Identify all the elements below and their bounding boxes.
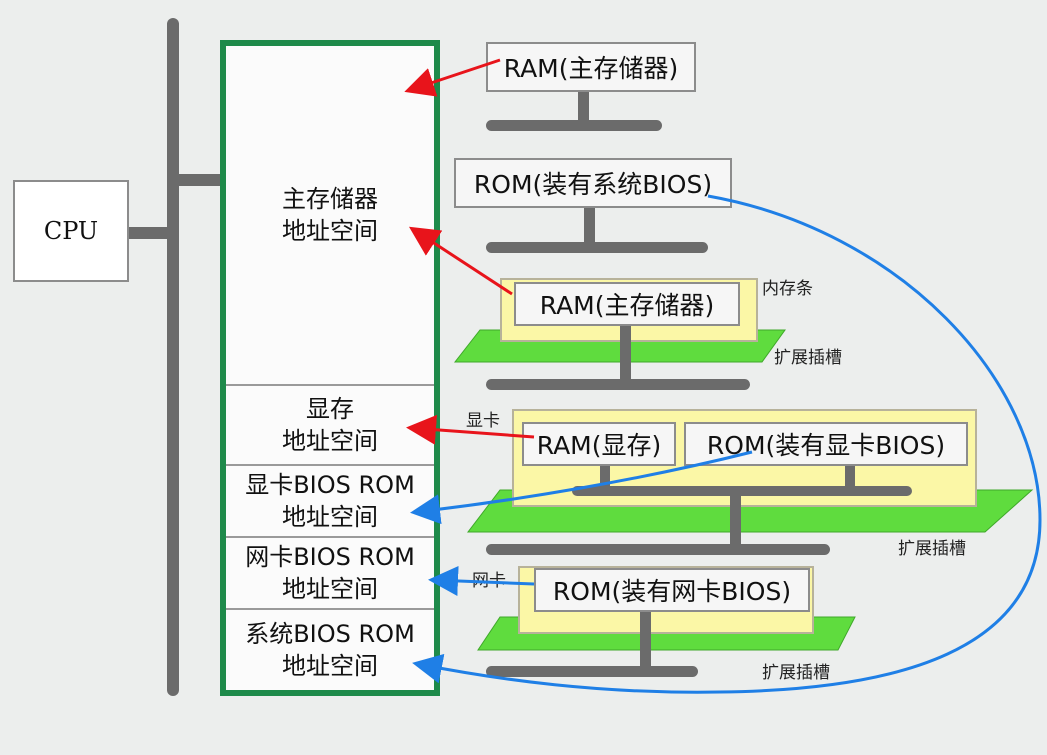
label-video-card: 显卡	[466, 411, 500, 431]
chip-rom-network-label: ROM(装有网卡BIOS)	[552, 577, 792, 606]
video-card-inner-bus	[572, 486, 912, 496]
segment-vram-line1: 显存	[306, 394, 354, 423]
segment-video-bios-line1: 显卡BIOS ROM	[245, 470, 415, 499]
connector-network	[640, 608, 651, 672]
segment-network-bios: 网卡BIOS ROM 地址空间	[226, 538, 434, 610]
bus-stub-3	[486, 379, 750, 390]
bus-stub-4	[486, 544, 830, 555]
segment-main-memory-line2: 地址空间	[282, 217, 378, 245]
system-bus-vertical	[167, 18, 179, 696]
memory-address-space: 主存储器 地址空间 显存 地址空间 显卡BIOS ROM 地址空间 网卡BIOS…	[220, 40, 440, 696]
connector-ram-stick	[620, 326, 631, 384]
arrow-network-bios	[428, 565, 535, 596]
connector-ram-top	[578, 90, 589, 126]
connector-rom-system	[584, 206, 595, 248]
chip-ram-stick-label: RAM(主存储器)	[539, 291, 715, 320]
segment-network-bios-line1: 网卡BIOS ROM	[245, 542, 415, 571]
arrow-ram-top-to-main	[404, 58, 501, 97]
segment-network-bios-line2: 地址空间	[282, 575, 378, 603]
bus-stub-2	[486, 242, 708, 253]
chip-ram-top: RAM(主存储器)	[486, 42, 696, 92]
bus-stub-1	[486, 120, 662, 131]
chip-rom-system-label: ROM(装有系统BIOS)	[473, 170, 713, 199]
segment-video-bios: 显卡BIOS ROM 地址空间	[226, 466, 434, 538]
chip-vram-label: RAM(显存)	[536, 431, 662, 460]
label-slot-3: 扩展插槽	[762, 663, 830, 683]
chip-rom-network: ROM(装有网卡BIOS)	[534, 568, 810, 612]
chip-ram-top-label: RAM(主存储器)	[503, 54, 679, 83]
segment-vram: 显存 地址空间	[226, 386, 434, 466]
bus-to-memory-connector	[175, 174, 223, 186]
chip-rom-video: ROM(装有显卡BIOS)	[684, 422, 968, 466]
cpu-bus-connector	[129, 227, 171, 239]
label-memory-stick: 内存条	[762, 279, 813, 299]
label-slot-2: 扩展插槽	[898, 539, 966, 559]
connector-video-card	[730, 494, 741, 550]
connector-rom-video	[845, 464, 855, 490]
arrow-vram-to-vram-space	[406, 414, 535, 445]
arrow-video-bios	[410, 450, 753, 525]
label-slot-1: 扩展插槽	[774, 348, 842, 368]
chip-ram-stick: RAM(主存储器)	[514, 282, 740, 326]
arrow-system-bios	[412, 194, 1042, 694]
connector-vram	[600, 462, 610, 490]
segment-system-bios-line1: 系统BIOS ROM	[245, 619, 415, 648]
chip-rom-system: ROM(装有系统BIOS)	[454, 158, 732, 208]
segment-system-bios: 系统BIOS ROM 地址空间	[226, 610, 434, 690]
segment-main-memory-line1: 主存储器	[282, 184, 378, 213]
cpu-label: CPU	[43, 217, 99, 245]
cpu-box: CPU	[13, 180, 129, 282]
chip-rom-video-label: ROM(装有显卡BIOS)	[706, 431, 946, 460]
bus-stub-5	[486, 666, 698, 677]
chip-vram: RAM(显存)	[522, 422, 676, 466]
segment-main-memory: 主存储器 地址空间	[226, 46, 434, 386]
segment-system-bios-line2: 地址空间	[282, 652, 378, 680]
arrow-ram-stick-to-main	[408, 226, 513, 296]
segment-video-bios-line2: 地址空间	[282, 503, 378, 531]
segment-vram-line2: 地址空间	[282, 427, 378, 455]
